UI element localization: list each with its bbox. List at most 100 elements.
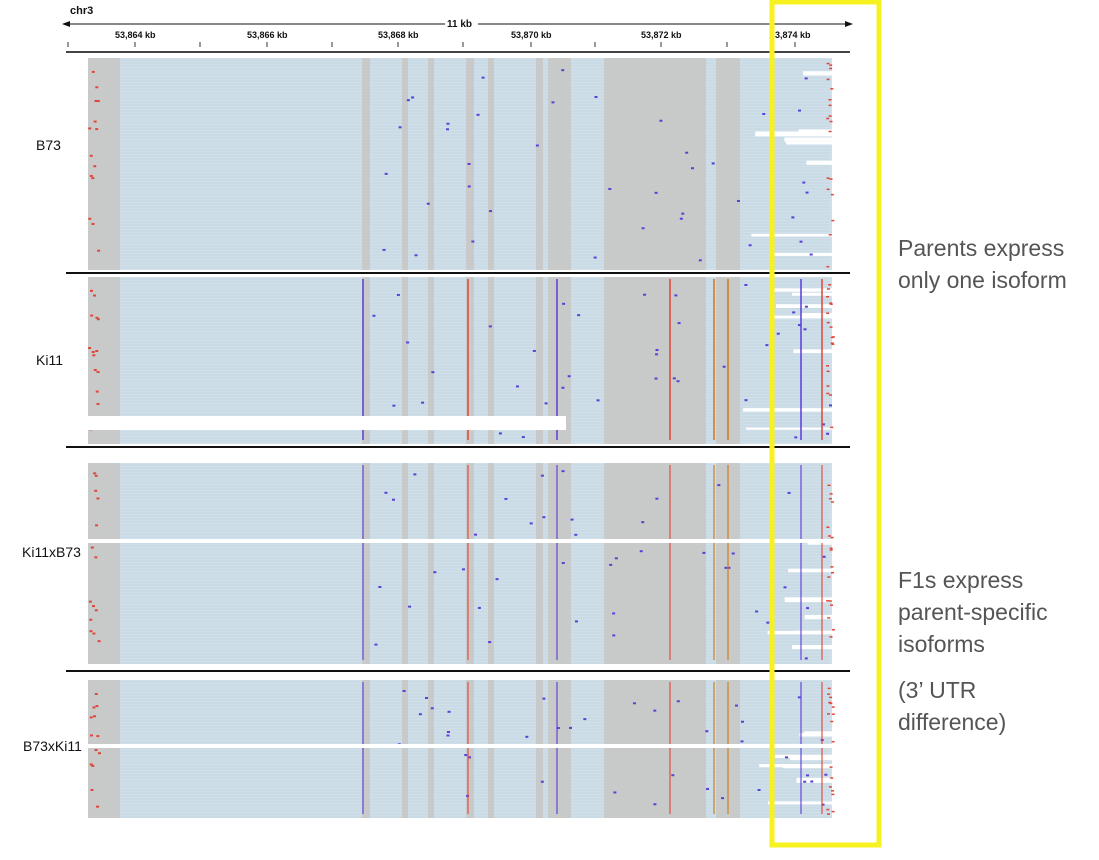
mismatch-mark xyxy=(804,657,808,660)
mismatch-mark xyxy=(93,472,97,475)
mismatch-mark xyxy=(830,604,834,606)
mismatch-mark xyxy=(727,566,731,569)
mismatch-mark xyxy=(831,219,835,222)
mismatch-mark xyxy=(827,617,831,619)
mismatch-mark xyxy=(654,191,658,194)
mismatch-mark xyxy=(830,342,834,344)
mismatch-mark xyxy=(89,763,93,766)
mismatch-mark xyxy=(677,322,681,325)
mismatch-mark xyxy=(829,547,833,550)
read-gap xyxy=(767,801,832,805)
utr-note: (3’ UTR difference) xyxy=(898,674,1006,738)
mismatch-mark xyxy=(830,501,834,503)
mismatch-mark xyxy=(826,600,830,602)
mismatch-mark xyxy=(674,294,678,297)
intron-band xyxy=(536,58,543,270)
ruler-tick-label: 53,864 kb xyxy=(115,30,156,40)
intron-band xyxy=(362,680,370,818)
mismatch-mark xyxy=(831,793,835,796)
mismatch-mark xyxy=(828,98,832,101)
mismatch-mark xyxy=(829,67,833,70)
mismatch-mark xyxy=(831,706,835,708)
mismatch-mark xyxy=(671,774,675,777)
mismatch-mark xyxy=(826,177,830,179)
mismatch-mark xyxy=(95,128,99,131)
mismatch-mark xyxy=(95,390,99,393)
mismatch-mark xyxy=(748,244,752,247)
mismatch-mark xyxy=(830,193,834,196)
mismatch-mark xyxy=(612,612,616,615)
mismatch-mark xyxy=(830,566,834,568)
mismatch-mark xyxy=(821,803,825,806)
mismatch-mark xyxy=(830,536,834,539)
mismatch-mark xyxy=(92,354,96,357)
intron-band xyxy=(548,463,571,664)
mismatch-mark xyxy=(806,774,810,777)
ruler-tick-label: 53,870 kb xyxy=(511,30,552,40)
mismatch-mark xyxy=(461,568,465,571)
mismatch-mark xyxy=(96,318,100,321)
mismatch-mark xyxy=(804,77,808,80)
sample-track-panel xyxy=(66,277,850,448)
sample-label-ki11xb73: Ki11xB73 xyxy=(22,544,81,560)
mismatch-mark xyxy=(430,707,434,710)
mismatch-mark xyxy=(91,764,95,767)
mismatch-mark xyxy=(828,234,832,236)
utr-note-line-1: (3’ UTR xyxy=(898,677,977,703)
mismatch-mark xyxy=(797,696,801,699)
mismatch-mark xyxy=(826,385,830,387)
mismatch-mark xyxy=(88,127,92,130)
f1-note: F1s express parent-specific isoforms xyxy=(898,564,1048,660)
intron-band xyxy=(428,680,434,818)
mismatch-mark xyxy=(418,713,422,716)
intron-band xyxy=(488,277,494,444)
mismatch-mark xyxy=(95,705,99,708)
mismatch-mark xyxy=(94,556,98,559)
mismatch-mark xyxy=(641,521,645,524)
intron-band xyxy=(604,277,706,444)
intron-band xyxy=(548,680,571,818)
mismatch-mark xyxy=(97,249,101,252)
mismatch-mark xyxy=(826,188,830,191)
mismatch-mark xyxy=(676,380,680,383)
mismatch-mark xyxy=(653,709,657,712)
mismatch-mark xyxy=(540,780,544,783)
mismatch-mark xyxy=(783,586,787,589)
parents-note-line-2: only one isoform xyxy=(898,267,1067,293)
read-gap xyxy=(767,630,832,635)
mismatch-mark xyxy=(641,227,645,230)
mismatch-mark xyxy=(810,780,814,783)
mismatch-mark xyxy=(93,165,97,168)
f1-note-line-1: F1s express xyxy=(898,567,1024,593)
mismatch-mark xyxy=(94,489,98,492)
mismatch-mark xyxy=(639,550,643,553)
intron-band xyxy=(402,680,408,818)
read-gap xyxy=(804,731,832,735)
read-gap xyxy=(751,233,832,237)
mismatch-mark xyxy=(831,336,835,338)
intron-band xyxy=(716,58,740,270)
mismatch-mark xyxy=(827,687,831,690)
mismatch-mark xyxy=(96,735,100,738)
mismatch-mark xyxy=(378,585,382,588)
intron-band xyxy=(488,463,494,664)
mismatch-mark xyxy=(542,516,546,519)
read-gap xyxy=(800,312,832,318)
mismatch-mark xyxy=(803,780,807,783)
intron-band xyxy=(428,277,434,444)
mismatch-mark xyxy=(787,491,791,494)
mismatch-mark xyxy=(96,100,100,103)
mismatch-mark xyxy=(829,636,833,638)
mismatch-mark xyxy=(609,563,613,566)
intron-band xyxy=(428,463,434,664)
mismatch-mark xyxy=(822,555,826,558)
intron-band xyxy=(548,277,571,444)
mismatch-mark xyxy=(596,399,600,402)
mismatch-mark xyxy=(561,470,565,473)
mismatch-mark xyxy=(90,546,94,549)
mismatch-mark xyxy=(826,117,830,120)
mismatch-mark xyxy=(433,571,437,574)
mismatch-mark xyxy=(731,552,735,555)
mismatch-mark xyxy=(740,740,744,743)
